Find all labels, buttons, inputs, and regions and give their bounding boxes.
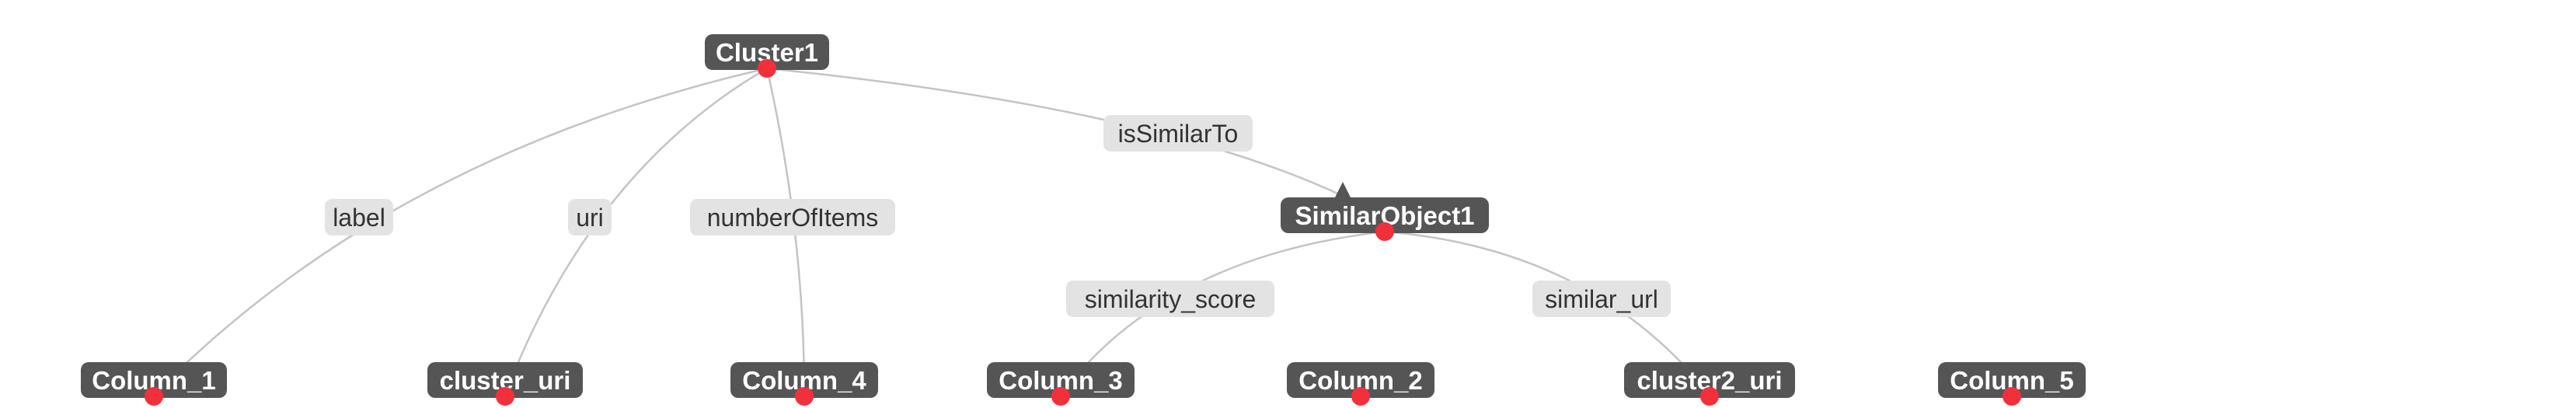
port-dot-icon[interactable] (758, 59, 776, 78)
edge-label-line[interactable] (153, 67, 768, 396)
edge-label-label[interactable]: label (325, 199, 393, 235)
arrowhead-icon (1333, 182, 1352, 201)
edge-label-similarity-score[interactable]: similarity_score (1066, 281, 1274, 317)
edge-is-similar-to-line[interactable] (766, 67, 1353, 202)
edge-label-similar-url[interactable]: similar_url (1532, 281, 1671, 317)
edge-label-similarity-score-text: similarity_score (1085, 285, 1256, 313)
edge-label-number-of-items[interactable]: numberOfItems (690, 199, 895, 235)
port-dot-icon[interactable] (1700, 387, 1719, 406)
port-dot-icon[interactable] (795, 387, 814, 406)
nodes: Cluster1 SimilarObject1 Column_1 cluster… (81, 34, 2086, 398)
node-column-5[interactable]: Column_5 (1938, 362, 2086, 398)
port-dots (145, 59, 2021, 406)
edge-label-uri-text: uri (576, 204, 604, 232)
node-column-4[interactable]: Column_4 (730, 362, 878, 398)
port-dot-icon[interactable] (145, 387, 163, 406)
edge-label-is-similar-to[interactable]: isSimilarTo (1103, 115, 1253, 152)
edge-labels: label uri numberOfItems isSimilarTo simi… (325, 115, 1671, 317)
port-dot-icon[interactable] (1351, 387, 1370, 406)
port-dot-icon[interactable] (2003, 387, 2021, 406)
edge-label-label-text: label (333, 204, 385, 232)
node-cluster1[interactable]: Cluster1 (705, 34, 829, 70)
edge-label-similar-url-text: similar_url (1545, 285, 1658, 313)
edge-label-number-of-items-text: numberOfItems (707, 204, 879, 232)
edge-label-uri[interactable]: uri (568, 199, 612, 235)
port-dot-icon[interactable] (1375, 222, 1394, 241)
edge-label-is-similar-to-text: isSimilarTo (1118, 120, 1239, 148)
edge-uri-line[interactable] (504, 67, 768, 396)
port-dot-icon[interactable] (496, 387, 514, 406)
port-dot-icon[interactable] (1051, 387, 1070, 406)
node-column-2[interactable]: Column_2 (1287, 362, 1434, 398)
